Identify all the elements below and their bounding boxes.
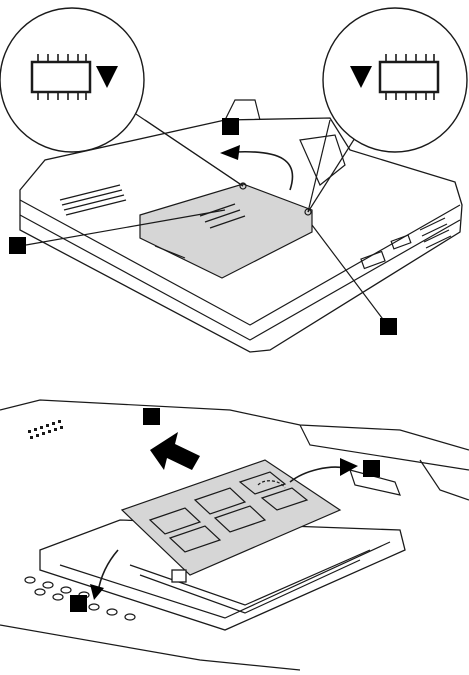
memory-chip-icon <box>380 54 438 100</box>
step-marker-1 <box>222 118 239 135</box>
memory-chip-icon <box>32 54 90 100</box>
vent-holes-top <box>28 420 63 439</box>
step-marker-2 <box>363 460 380 477</box>
step-marker-3 <box>380 318 397 335</box>
zoom-callout-left <box>0 8 144 152</box>
chassis-top-edge <box>0 400 469 450</box>
arrow-latch-head <box>340 458 358 476</box>
zoom-callout-right <box>323 8 467 152</box>
laptop-bottom-illustration <box>0 0 469 370</box>
memory-slot-illustration <box>0 370 469 675</box>
chassis-bottom-edge <box>0 625 300 670</box>
arrow-pull-out <box>150 432 200 470</box>
figure-remove-cover <box>0 0 469 370</box>
chassis-step <box>300 425 469 470</box>
arrow-latch-line <box>290 467 345 482</box>
step-marker-2 <box>9 237 26 254</box>
figure-remove-memory-module <box>0 370 469 675</box>
slot-latch <box>172 570 186 582</box>
step-marker-3 <box>70 595 87 612</box>
battery-latch <box>225 100 260 120</box>
step-marker-1 <box>143 408 160 425</box>
